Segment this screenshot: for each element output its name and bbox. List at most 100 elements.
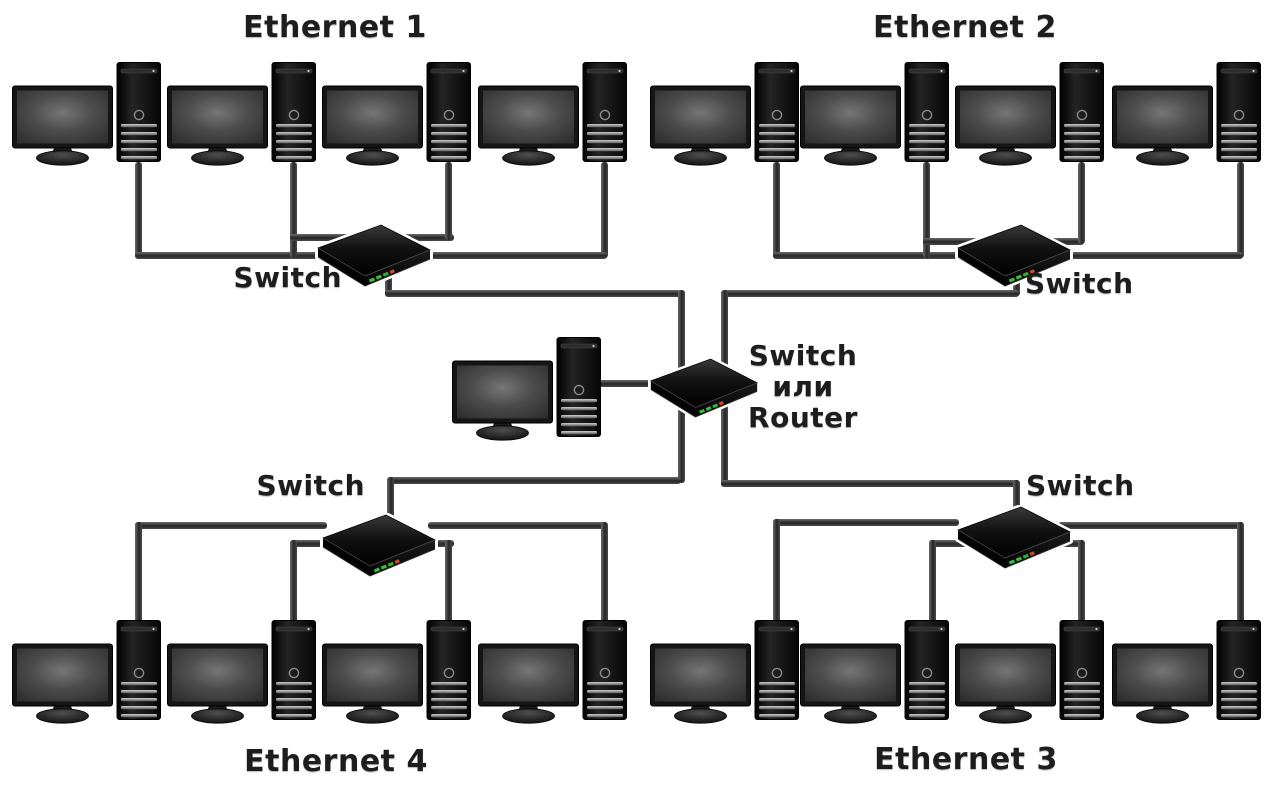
ethernet-cable-line xyxy=(721,480,1019,487)
workstation-icon xyxy=(478,62,627,166)
drive-eject-dot xyxy=(790,627,793,631)
monitor-icon xyxy=(12,85,113,166)
tower-icon xyxy=(116,62,161,162)
tower-icon xyxy=(754,62,799,162)
ethernet-cable-line xyxy=(929,540,936,624)
monitor-icon xyxy=(322,643,423,724)
tower-icon xyxy=(556,337,601,437)
drive-eject-dot xyxy=(940,627,943,631)
switch-icon xyxy=(320,512,438,579)
monitor-screen xyxy=(327,648,418,702)
monitor-screen xyxy=(172,90,263,144)
drive-eject-dot xyxy=(592,344,595,348)
drive-eject-dot xyxy=(618,627,621,631)
tower-icon xyxy=(271,620,316,720)
monitor-screen xyxy=(457,365,548,419)
workstation xyxy=(800,620,949,724)
power-button-icon xyxy=(771,109,783,121)
ethernet-cable-line xyxy=(135,162,142,258)
monitor-screen xyxy=(805,90,896,144)
workstation-icon xyxy=(800,620,949,724)
monitor-screen xyxy=(483,90,574,144)
ethernet-4-switch xyxy=(320,512,438,579)
drive-eject-dot xyxy=(1095,69,1098,73)
workstation-icon xyxy=(800,62,949,166)
workstation xyxy=(955,620,1104,724)
ethernet-1-switch-label: Switch xyxy=(233,261,342,294)
monitor-icon xyxy=(1112,643,1213,724)
workstation xyxy=(650,62,799,166)
ethernet-cable-line xyxy=(1237,162,1244,258)
ethernet-3-switch-label: Switch xyxy=(1026,469,1135,502)
drive-eject-dot xyxy=(152,627,155,631)
tower-icon xyxy=(582,62,627,162)
workstation xyxy=(322,620,471,724)
switch-icon xyxy=(955,504,1073,571)
workstation-icon xyxy=(452,337,601,441)
tower-icon xyxy=(116,620,161,720)
monitor-icon xyxy=(650,85,751,166)
power-button-icon xyxy=(443,667,455,679)
power-button-icon xyxy=(921,667,933,679)
tower-icon xyxy=(754,620,799,720)
ethernet-cable-line xyxy=(601,522,608,624)
ethernet-1-label: Ethernet 1 xyxy=(243,10,427,45)
ethernet-cable-line xyxy=(1013,480,1020,516)
ethernet-2-switch-label: Switch xyxy=(1025,267,1134,300)
drive-eject-dot xyxy=(152,69,155,73)
ethernet-cable-line xyxy=(385,290,681,297)
ethernet-cable-line xyxy=(290,162,297,258)
power-button-icon xyxy=(133,667,145,679)
monitor-screen xyxy=(17,90,108,144)
monitor-icon xyxy=(452,360,553,441)
tower-icon xyxy=(426,620,471,720)
power-button-icon xyxy=(443,109,455,121)
workstation xyxy=(167,62,316,166)
drive-eject-dot xyxy=(307,69,310,73)
ethernet-1-switch xyxy=(315,222,433,289)
workstation xyxy=(1112,620,1261,724)
ethernet-cable-line xyxy=(1078,162,1085,244)
monitor-screen xyxy=(1117,90,1208,144)
led-row xyxy=(1008,269,1035,283)
drive-eject-dot xyxy=(462,627,465,631)
workstation-icon xyxy=(650,62,799,166)
monitor-screen xyxy=(655,648,746,702)
ethernet-cable-line xyxy=(1078,540,1085,624)
tower-icon xyxy=(904,620,949,720)
drive-eject-dot xyxy=(940,69,943,73)
ethernet-cable-line xyxy=(773,519,959,526)
tower-icon xyxy=(1059,62,1104,162)
monitor-screen xyxy=(1117,648,1208,702)
ethernet-cable-line xyxy=(385,272,392,296)
workstation xyxy=(12,62,161,166)
monitor-icon xyxy=(12,643,113,724)
ethernet-cable-line xyxy=(428,252,607,259)
switch-icon xyxy=(648,356,760,420)
workstation-icon xyxy=(167,620,316,724)
core-device-label: Switch или Router xyxy=(748,339,858,434)
power-button-icon xyxy=(599,667,611,679)
workstation-icon xyxy=(478,620,627,724)
ethernet-4-switch-label: Switch xyxy=(256,469,365,502)
workstation xyxy=(322,62,471,166)
ethernet-cable-line xyxy=(773,519,780,624)
workstation-icon xyxy=(1112,62,1261,166)
power-button-icon xyxy=(771,667,783,679)
workstation xyxy=(478,620,627,724)
monitor-screen xyxy=(960,90,1051,144)
monitor-icon xyxy=(167,85,268,166)
ethernet-cable-line xyxy=(1237,522,1244,624)
ethernet-3-label: Ethernet 3 xyxy=(874,742,1058,777)
switch-icon xyxy=(315,222,433,289)
ethernet-3-switch xyxy=(955,504,1073,571)
monitor-icon xyxy=(955,643,1056,724)
workstation-icon xyxy=(955,62,1104,166)
monitor-screen xyxy=(655,90,746,144)
drive-eject-dot xyxy=(790,69,793,73)
workstation xyxy=(955,62,1104,166)
tower-icon xyxy=(426,62,471,162)
